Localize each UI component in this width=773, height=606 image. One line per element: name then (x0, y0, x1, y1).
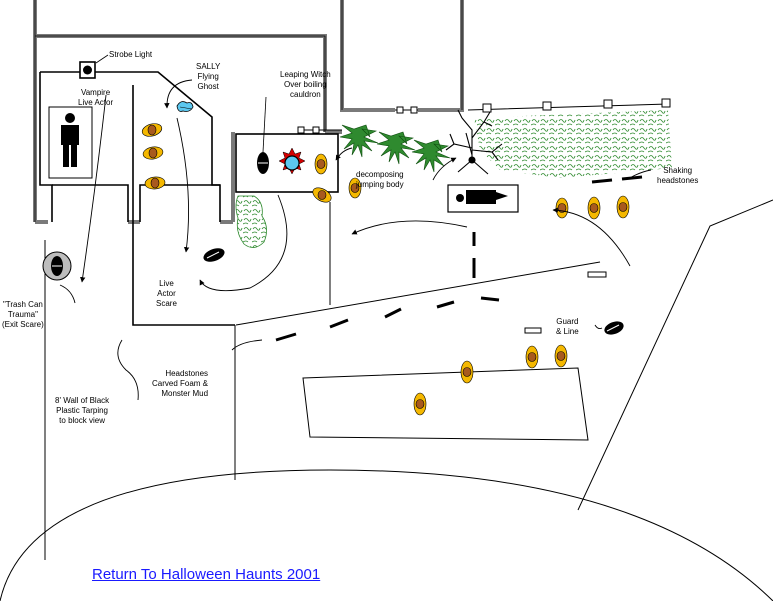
shaking-headstones-label: Shaking headstones (657, 166, 699, 185)
pumpkin-icon-group-4 (413, 344, 568, 416)
fern-icon-group (339, 124, 451, 173)
pathway-lines (44, 199, 773, 560)
crow-icon-witch (257, 152, 269, 174)
witch-leader (262, 96, 267, 153)
body-figure-icon (456, 190, 508, 204)
vampire-label: Vampire Live Actor (78, 88, 114, 107)
crow-icon-guard (604, 321, 624, 335)
vampire-figure-icon (61, 113, 79, 167)
trash-can-icon (42, 251, 72, 281)
pumpkin-icon-group-3 (555, 195, 630, 220)
wall-tarp-label: 8' Wall of Black Plastic Tarping to bloc… (55, 396, 110, 425)
trash-can-label: "Trash Can Trauma" (Exit Scare) (2, 300, 44, 329)
guard-sign (524, 327, 542, 334)
fence-post-icon (297, 98, 671, 134)
decomposing-label: decomposing jumping body (356, 170, 404, 189)
walk-arrows (59, 79, 652, 401)
sally-ghost-label: SALLY Flying Ghost (196, 62, 221, 91)
guard-line-label: Guard & Line (556, 317, 579, 336)
tree-icon (445, 109, 503, 175)
building-walls-inner (34, 0, 463, 222)
queue-area (302, 367, 589, 441)
live-actor-scare-label: Live Actor Scare (156, 279, 177, 308)
return-to-haunts-link[interactable]: Return To Halloween Haunts 2001 (92, 566, 321, 583)
headstones-path (275, 232, 500, 342)
strobe-light-label: Strobe Light (109, 50, 153, 59)
shrub-icon-group (235, 110, 672, 248)
fence (297, 98, 671, 134)
witch-label: Leaping Witch Over boiling cauldron (280, 70, 331, 99)
cauldron-icon (278, 147, 306, 175)
bottom-arc (0, 469, 773, 602)
strobe-leader (95, 54, 109, 64)
headstones-label: Headstones Carved Foam & Monster Mud (152, 369, 209, 398)
pumpkin-icon-group-2 (312, 153, 362, 203)
strobe-light-icon (79, 61, 96, 79)
flying-ghost-icon (176, 101, 194, 112)
headstones-shaking (591, 175, 643, 184)
crow-icon-actor (203, 248, 225, 262)
pumpkin-icon-group-1 (141, 123, 166, 190)
small-sign (587, 271, 607, 278)
